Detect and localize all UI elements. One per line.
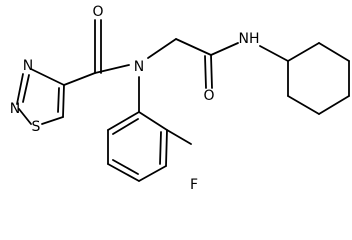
bond-cyclohexyl-4 — [318, 95, 350, 115]
bond-ring-c4-n1 — [30, 68, 65, 86]
bond-phenyl-2 — [165, 129, 168, 167]
atom-label-f: F — [190, 177, 198, 193]
atom-label-n1: N — [23, 58, 33, 74]
bond-nh-cyclohexyl — [259, 45, 289, 62]
molecule-structure-diagram: N N S O N O NH F — [10, 4, 350, 193]
bond-phenyl-f — [166, 129, 192, 145]
bond-phenyl-4-double — [112, 159, 139, 175]
bond-phenyl-6-double — [112, 118, 139, 135]
atom-label-nh: NH — [239, 31, 260, 47]
bond-co-o-double — [204, 55, 207, 89]
bond-cyclohexyl-1 — [287, 42, 320, 62]
bond-lines — [16, 19, 350, 182]
bond-phenyl-2-double — [159, 131, 162, 165]
atom-label-n2: N — [10, 101, 20, 117]
atom-labels: N N S O N O NH F — [10, 4, 260, 193]
bond-ring-n1-n2 — [16, 73, 24, 105]
bond-ring-n1-n2-double — [22, 74, 30, 103]
bond-carbonyl-n — [94, 64, 130, 74]
bond-phenyl-3 — [138, 165, 167, 182]
bond-co-nh — [210, 42, 239, 56]
bond-ring-c5-c4-double — [57, 87, 60, 113]
bond-n-ch2 — [147, 38, 177, 59]
bond-phenyl-1 — [138, 111, 168, 131]
bond-ring-s-c5 — [41, 116, 64, 125]
bond-ring-n2-s — [18, 108, 32, 125]
bond-phenyl-6 — [107, 111, 140, 131]
bond-c4-carbonyl — [63, 72, 96, 86]
bond-ring-c5-c4 — [62, 84, 65, 118]
atom-label-amide-n: N — [134, 59, 144, 75]
bond-ch2-co — [175, 38, 212, 56]
atom-label-acetamide-o: O — [203, 88, 214, 104]
atom-label-s: S — [32, 119, 41, 135]
atom-label-amide-o: O — [92, 4, 103, 20]
bond-co-o — [210, 54, 213, 89]
bond-cyclohexyl-2 — [318, 42, 350, 62]
bond-cyclohexyl-5 — [287, 95, 320, 115]
bond-phenyl-4 — [107, 163, 140, 182]
